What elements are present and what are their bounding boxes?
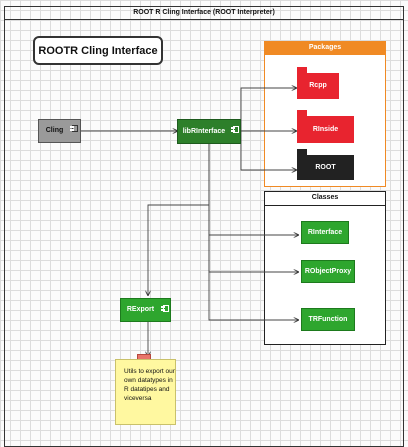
packages-title: Packages bbox=[264, 41, 386, 55]
heading-box[interactable]: ROOTR Cling Interface bbox=[33, 36, 163, 65]
rexport-label: RExport bbox=[126, 306, 155, 313]
rinside-tab bbox=[297, 110, 307, 116]
librinterface-label: libRInterface bbox=[182, 128, 226, 135]
class-robjectproxy[interactable]: RObjectProxy bbox=[301, 260, 355, 283]
cling-label: Cling bbox=[45, 127, 64, 134]
package-rinside[interactable]: RInside bbox=[297, 116, 354, 143]
classes-title: Classes bbox=[264, 191, 386, 206]
component-rexport[interactable]: RExport bbox=[120, 298, 171, 322]
note-utils[interactable]: Utils to export our own datatypes in R d… bbox=[115, 359, 176, 425]
root-tab bbox=[297, 149, 307, 155]
component-librinterface[interactable]: libRInterface bbox=[177, 119, 241, 144]
component-icon bbox=[231, 126, 239, 133]
class-rinterface[interactable]: RInterface bbox=[301, 221, 349, 244]
edge-lib-trfunction bbox=[208, 144, 298, 320]
frame-title: ROOT R Cling Interface (ROOT Interpreter… bbox=[4, 6, 404, 20]
rcpp-tab bbox=[297, 67, 307, 73]
component-icon bbox=[161, 305, 169, 312]
package-root[interactable]: ROOT bbox=[297, 155, 354, 180]
component-icon bbox=[70, 125, 78, 132]
edge-lib-rexport bbox=[148, 144, 210, 295]
package-rcpp[interactable]: Rcpp bbox=[297, 73, 339, 99]
class-trfunction[interactable]: TRFunction bbox=[301, 308, 355, 331]
edge-lib-rcpp bbox=[240, 88, 296, 131]
component-cling[interactable]: Cling bbox=[38, 119, 81, 143]
edge-lib-root bbox=[240, 131, 296, 170]
edge-lib-robjectproxy bbox=[208, 144, 298, 272]
edge-lib-rinterface bbox=[208, 144, 298, 235]
